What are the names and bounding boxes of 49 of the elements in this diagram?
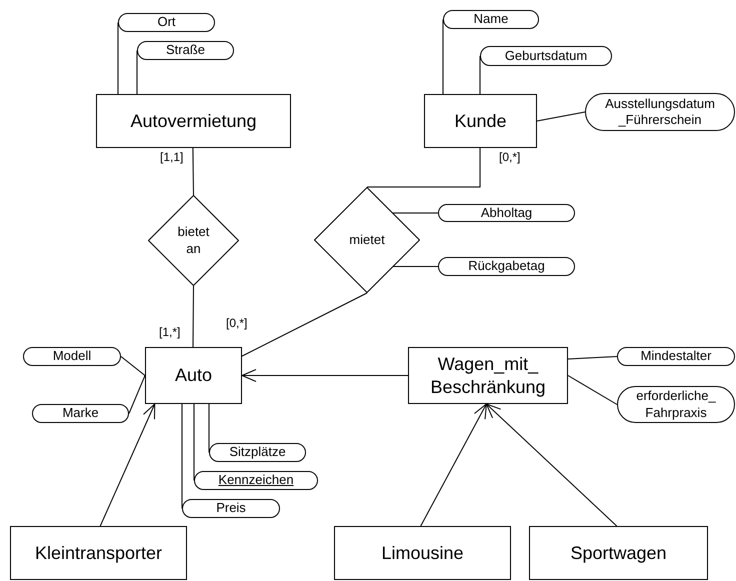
attribute-name: Mindestalter [640,348,712,365]
entity-name: Kunde [454,110,507,132]
connector-line [366,148,481,188]
attribute-name: Modell [52,348,92,365]
cardinality-label: [0,*] [226,317,248,329]
connector-line [536,112,586,122]
entity-box [145,347,242,404]
attribute-name: Geburtsdatum [504,48,588,64]
relationship-diamond [148,195,239,286]
connector-line [242,292,368,357]
cardinality-label: [1,1] [160,151,184,163]
attribute-name: Abholtag [480,204,532,222]
attribute-name: Ausstellungsdatum _Führerschein [604,96,716,128]
entity-box [408,347,568,404]
connector-line [128,375,146,414]
inheritance-arrow [420,404,487,526]
attribute-name: Preis [216,500,246,517]
attribute-name: Ort [157,14,176,31]
attribute-name: erforderliche_ Fahrpraxis [635,388,717,421]
connector-line [120,356,146,376]
entity-box [334,526,511,580]
entity-name: Autovermietung [130,110,257,132]
attribute-name: Sitzplätze [229,444,286,461]
connector-line [392,266,438,267]
entity-name: Auto [174,364,212,387]
attribute-name: Name [474,11,508,28]
entity-box [96,94,291,148]
relationship-name: mietet [348,232,386,248]
attribute-name: Rückgabetag [468,258,545,275]
connector-line [568,356,618,360]
relationship-name: bietet an [176,224,210,257]
entity-name: Kleintransporter [34,542,162,564]
relationship-diamond [314,187,420,293]
connector-line [392,212,438,214]
connector-line [568,375,618,405]
attribute-name: Marke [62,405,99,422]
inheritance-arrow [100,404,156,526]
inheritance-arrow [486,404,618,526]
attribute-name: Straße [166,42,205,59]
entity-name: Wagen_mit_ Beschränkung [429,353,547,398]
entity-name: Sportwagen [570,542,667,564]
entity-box [10,526,187,580]
attribute-name: Kennzeichen [218,472,294,489]
entity-box [529,526,708,580]
connector-line [192,148,194,196]
inheritance-arrow [242,369,408,382]
entity-box [424,94,537,148]
entity-name: Limousine [381,542,464,564]
connector-line [192,286,194,348]
